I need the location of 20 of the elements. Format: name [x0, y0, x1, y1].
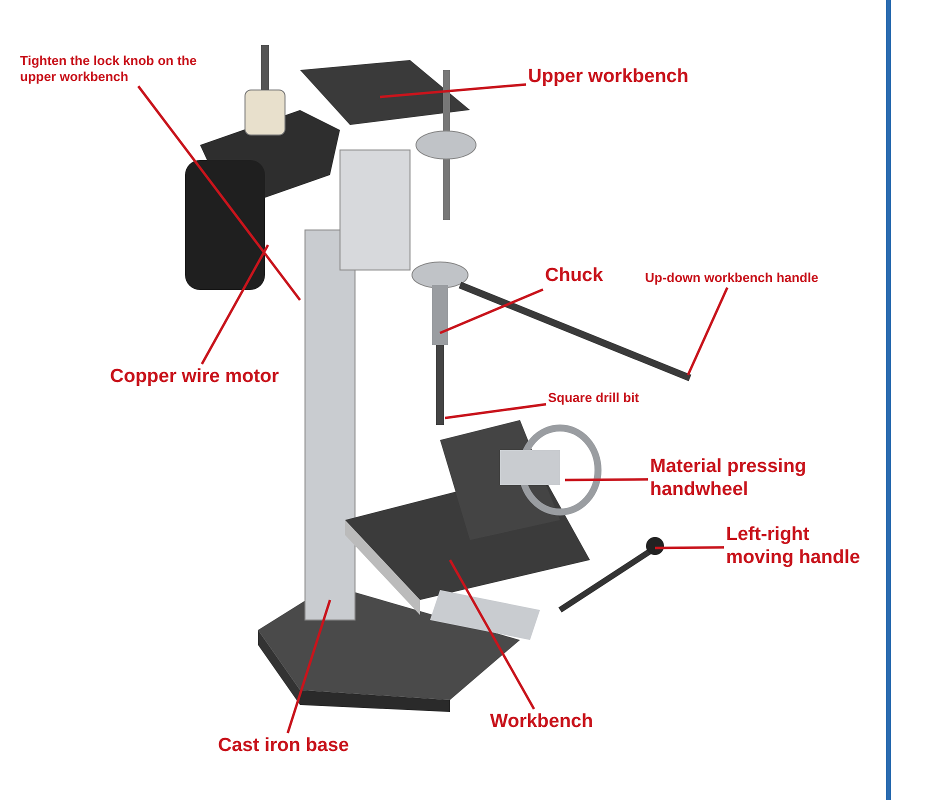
leader-line — [448, 559, 536, 710]
callout-label: Cast iron base — [218, 735, 349, 758]
callout-label: Up-down workbench handle — [645, 270, 818, 286]
leader-line — [200, 244, 270, 365]
leader-line — [137, 85, 301, 301]
leader-line — [444, 403, 546, 420]
callout-label: Workbench — [490, 711, 594, 734]
callout-label: Left-right moving handle — [726, 524, 876, 570]
leader-line — [686, 287, 728, 376]
leader-line — [380, 83, 526, 98]
leader-line — [565, 478, 648, 482]
callout-label: Tighten the lock knob on the upper workbench — [20, 53, 230, 84]
callout-label: Chuck — [545, 265, 604, 288]
callout-label: Copper wire motor — [110, 366, 279, 389]
leader-line — [286, 600, 332, 734]
callout-label: Square drill bit — [548, 390, 640, 406]
leader-line — [655, 546, 724, 550]
callout-label: Material pressing handwheel — [650, 456, 830, 502]
callout-label: Upper workbench — [528, 66, 688, 89]
leader-line — [440, 288, 544, 334]
